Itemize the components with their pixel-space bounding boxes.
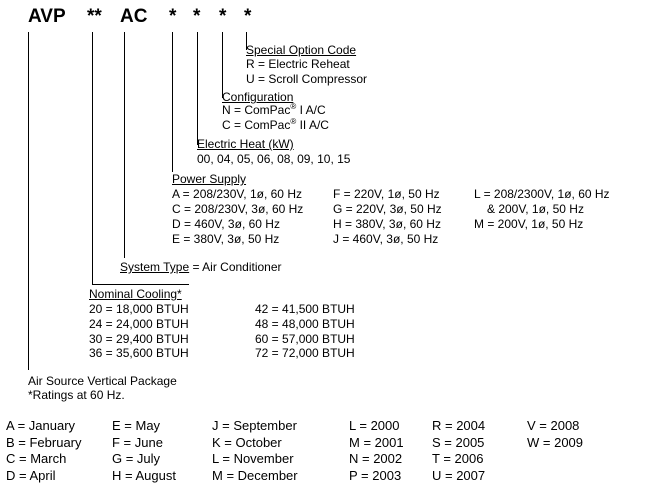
power-supply-item: M = 200V, 1ø, 50 Hz (474, 217, 584, 231)
month-legend-column: J = September K = October L = November M… (212, 418, 298, 484)
year-code: M = 2001 (349, 434, 404, 450)
month-code: D = April (6, 467, 56, 483)
package-description: Air Source Vertical Package (28, 374, 177, 388)
code-segment-cooling: ** (87, 6, 102, 27)
connector-line-heat (197, 32, 198, 145)
month-code: E = May (112, 418, 161, 433)
year-code: N = 2002 (349, 451, 403, 466)
ratings-footnote: *Ratings at 60 Hz. (28, 388, 125, 402)
month-code: M = December (212, 467, 298, 483)
electric-heat-values: 00, 04, 05, 06, 08, 09, 10, 15 (197, 152, 351, 166)
nominal-cooling-item: 24 = 24,000 BTUH (89, 317, 189, 331)
month-code: C = March (6, 451, 67, 466)
configuration-item: C = ComPac® II A/C (222, 117, 329, 133)
configuration-item: N = ComPac® I A/C (222, 102, 326, 118)
month-code: K = October (212, 434, 282, 450)
nominal-cooling-item: 42 = 41,500 BTUH (255, 302, 355, 316)
connector-hline-cooling (92, 284, 189, 285)
power-supply-item: G = 220V, 3ø, 50 Hz (333, 202, 442, 216)
nominal-cooling-title: Nominal Cooling* (89, 287, 182, 301)
nominal-cooling-item: 48 = 48,000 BTUH (255, 317, 355, 331)
nominal-cooling-item: 20 = 18,000 BTUH (89, 302, 189, 316)
year-code: P = 2003 (349, 467, 402, 483)
power-supply-item: J = 460V, 3ø, 50 Hz (333, 232, 439, 246)
year-legend-column: L = 2000 M = 2001 N = 2002 P = 2003 (349, 418, 404, 484)
power-supply-title: Power Supply (172, 172, 247, 186)
year-legend-column: R = 2004 S = 2005 T = 2006 U = 2007 (432, 418, 485, 484)
month-code: G = July (112, 451, 161, 466)
year-code: W = 2009 (527, 434, 584, 450)
special-option-item: U = Scroll Compressor (246, 72, 368, 86)
year-code: V = 2008 (527, 418, 580, 433)
year-code: T = 2006 (432, 451, 484, 466)
month-code: B = February (6, 434, 82, 450)
connector-line-option (246, 32, 247, 50)
code-segment-ac: AC (120, 6, 148, 27)
nominal-cooling-item: 30 = 29,400 BTUH (89, 332, 189, 346)
special-option-title: Special Option Code (246, 43, 357, 57)
power-supply-item: C = 208/230V, 3ø, 60 Hz (172, 202, 304, 216)
month-code: A = January (6, 418, 76, 433)
nominal-cooling-item: 60 = 57,000 BTUH (255, 332, 355, 346)
power-supply-item: & 200V, 1ø, 50 Hz (487, 202, 584, 216)
connector-line-config (222, 32, 223, 98)
code-segment-config: * (219, 6, 227, 27)
connector-line-package (28, 32, 29, 370)
year-code: U = 2007 (432, 467, 486, 483)
special-option-item: R = Electric Reheat (246, 57, 350, 71)
month-legend-column: E = May F = June G = July H = August (112, 418, 176, 484)
power-supply-item: L = 208/2300V, 1ø, 60 Hz (474, 187, 610, 201)
year-legend-column: V = 2008 W = 2009 (527, 418, 583, 451)
power-supply-item: E = 380V, 3ø, 50 Hz (172, 232, 280, 246)
year-code: R = 2004 (432, 418, 486, 433)
month-code: J = September (212, 418, 297, 433)
power-supply-item: A = 208/230V, 1ø, 60 Hz (172, 187, 302, 201)
nominal-cooling-item: 36 = 35,600 BTUH (89, 346, 189, 360)
connector-line-cooling (92, 32, 93, 284)
electric-heat-title: Electric Heat (kW) (197, 137, 294, 151)
code-segment-avp: AVP (28, 6, 66, 27)
configuration-title: Configuration (222, 90, 294, 104)
connector-line-system (124, 32, 125, 258)
code-segment-power: * (169, 6, 177, 27)
connector-line-power (172, 32, 173, 172)
month-code: F = June (112, 434, 163, 450)
year-code: S = 2005 (432, 434, 485, 450)
system-type: System Type = Air Conditioner (120, 260, 282, 274)
power-supply-item: H = 380V, 3ø, 60 Hz (333, 217, 441, 231)
month-code: L = November (212, 451, 294, 466)
year-code: L = 2000 (349, 418, 400, 433)
power-supply-item: F = 220V, 1ø, 50 Hz (333, 187, 440, 201)
month-code: H = August (112, 467, 176, 483)
month-legend-column: A = January B = February C = March D = A… (6, 418, 82, 484)
code-segment-heat: * (193, 6, 201, 27)
code-segment-option: * (244, 6, 252, 27)
nominal-cooling-item: 72 = 72,000 BTUH (255, 346, 355, 360)
power-supply-item: D = 460V, 3ø, 60 Hz (172, 217, 280, 231)
